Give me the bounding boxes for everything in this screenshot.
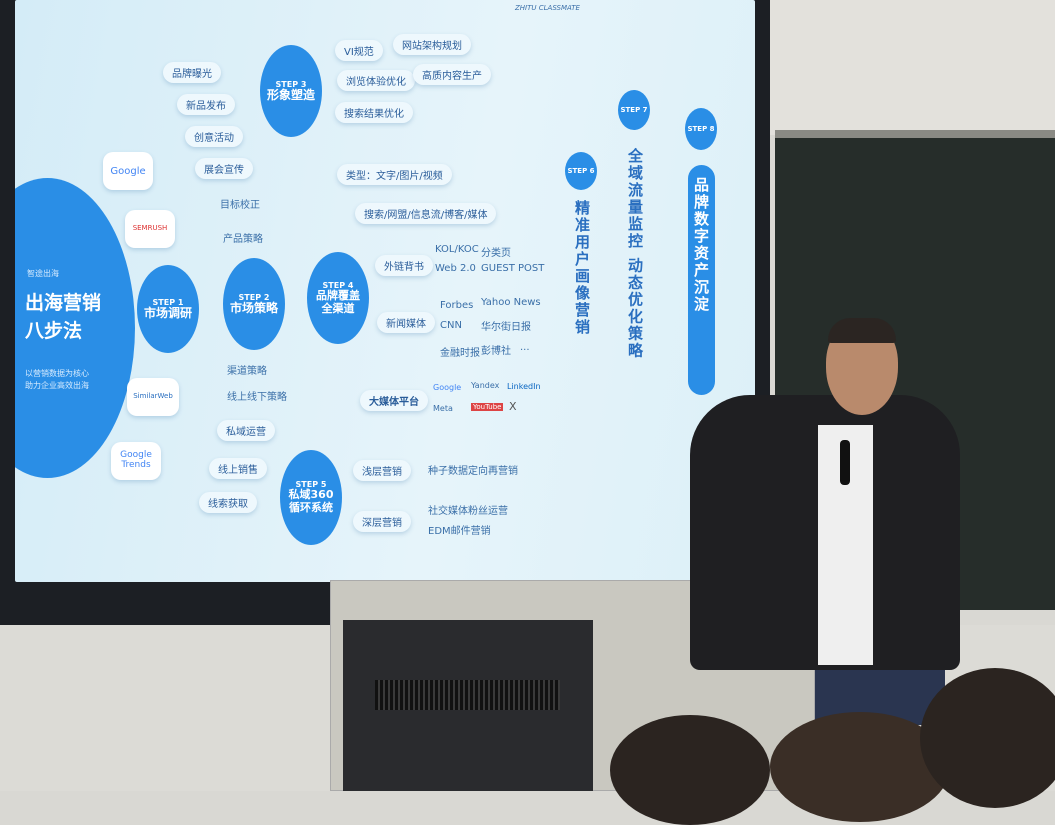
main-subtitle-2: 助力企业高效出海 [25,381,89,390]
speaker-hair [828,318,896,343]
yandex-logo: Yandex [471,381,500,390]
news-item: 彭博社 [481,346,511,357]
backlinks-label: 外链背书 [375,255,433,276]
google-logo: Google [103,152,153,190]
step-6-title: 精准用户画像营销 [573,200,591,336]
microphone [840,440,850,485]
step-7-title: 全域流量监控 动态优化策略 [626,148,644,360]
news-item: CNN [440,320,462,331]
step-8-circle: STEP 8 [685,108,717,150]
x-logo: X [509,400,517,413]
audience-head [920,668,1055,808]
step3-item: 搜索结果优化 [335,102,413,123]
news-item: 华尔街日报 [481,322,531,333]
step-7-circle: STEP 7 [618,90,650,130]
presentation-slide: 智途出海 出海营销 八步法 以营销数据为核心 助力企业高效出海 ZHITU CL… [15,0,755,582]
semrush-logo: SEMRUSH [125,210,175,248]
audience-head [610,715,770,825]
backlink-item: Web 2.0 [435,263,476,274]
main-title-line1: 出海营销 [25,292,102,314]
slide-logo-text: ZHITU CLASSMATE [515,4,580,12]
news-item: Forbes [440,300,474,311]
main-title-line2: 八步法 [25,320,83,342]
meta-logo: Meta [433,404,453,413]
news-label: 新闻媒体 [377,312,435,333]
news-item: ... [520,342,530,353]
step3-item: 高质内容生产 [413,64,491,85]
step-8-title: 品牌数字资产沉淀 [688,165,715,395]
platforms-label: 大媒体平台 [360,390,428,411]
deep-label: 深层营销 [353,511,411,532]
step2-pill: 私域运营 [217,420,275,441]
check-item: 渠道策略 [227,366,267,377]
step3-item: 网站架构规划 [393,34,471,55]
left-item: 创意活动 [185,126,243,147]
news-item: 金融时报 [440,348,480,359]
backlink-item: 分类页 [481,248,511,259]
linkedin-logo: LinkedIn [507,382,541,391]
deep-text-1: 社交媒体粉丝运营 [428,506,508,517]
left-item: 展会宣传 [195,158,253,179]
step2-pill: 线上销售 [209,458,267,479]
step4-type: 类型：文字/图片/视频 [337,164,452,185]
step-6-circle: STEP 6 [565,152,597,190]
step3-item: 浏览体验优化 [337,70,415,91]
main-subtitle-1: 以营销数据为核心 [25,369,89,378]
shallow-text: 种子数据定向再营销 [428,466,518,477]
left-item: 品牌曝光 [163,62,221,83]
step3-item: VI规范 [335,40,383,61]
brand-mark: 智途出海 [27,269,59,278]
google-trends-logo: Google Trends [111,442,161,480]
check-item: 目标校正 [220,200,260,211]
shallow-label: 浅层营销 [353,460,411,481]
check-item: 线上线下策略 [227,392,287,403]
deep-text-2: EDM邮件营销 [428,526,491,537]
step4-channels: 搜索/网盟/信息流/博客/媒体 [355,203,497,224]
left-item: 新品发布 [177,94,235,115]
backlink-item: KOL/KOC [435,244,479,255]
wall [770,0,1055,135]
check-item: 产品策略 [223,234,263,245]
youtube-logo: YouTube [471,403,504,411]
step2-pill: 线索获取 [199,492,257,513]
similarweb-logo: SimilarWeb [127,378,179,416]
backlink-item: GUEST POST [481,263,545,274]
podium-vent [375,680,560,710]
news-item: Yahoo News [481,297,541,308]
google-platform-logo: Google [433,383,462,392]
